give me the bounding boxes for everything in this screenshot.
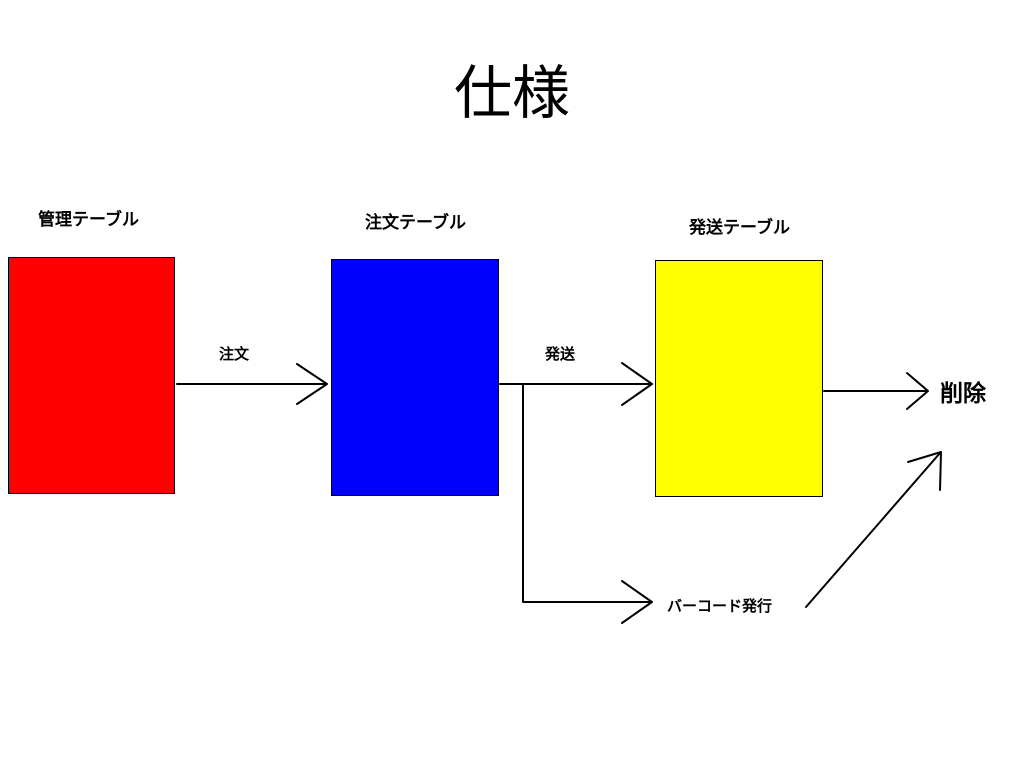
management-table-label: 管理テーブル — [38, 210, 139, 230]
delete-arrow — [823, 372, 929, 410]
order-arrow — [176, 363, 328, 405]
order-table-label: 注文テーブル — [365, 213, 466, 233]
shipping-table-label: 発送テーブル — [689, 218, 790, 238]
delete-label: 削除 — [940, 381, 986, 407]
order-table-box — [331, 259, 499, 496]
slide-title: 仕様 — [453, 59, 570, 127]
shipping-table-box — [655, 260, 823, 497]
barcode-branch-arrow — [522, 383, 653, 624]
barcode-to-delete-arrow — [805, 451, 942, 608]
barcode-edge-label: バーコード発行 — [667, 597, 773, 615]
ship-edge-label: 発送 — [545, 345, 576, 363]
order-edge-label: 注文 — [219, 345, 250, 363]
ship-arrow — [499, 362, 653, 406]
management-table-box — [8, 257, 175, 494]
